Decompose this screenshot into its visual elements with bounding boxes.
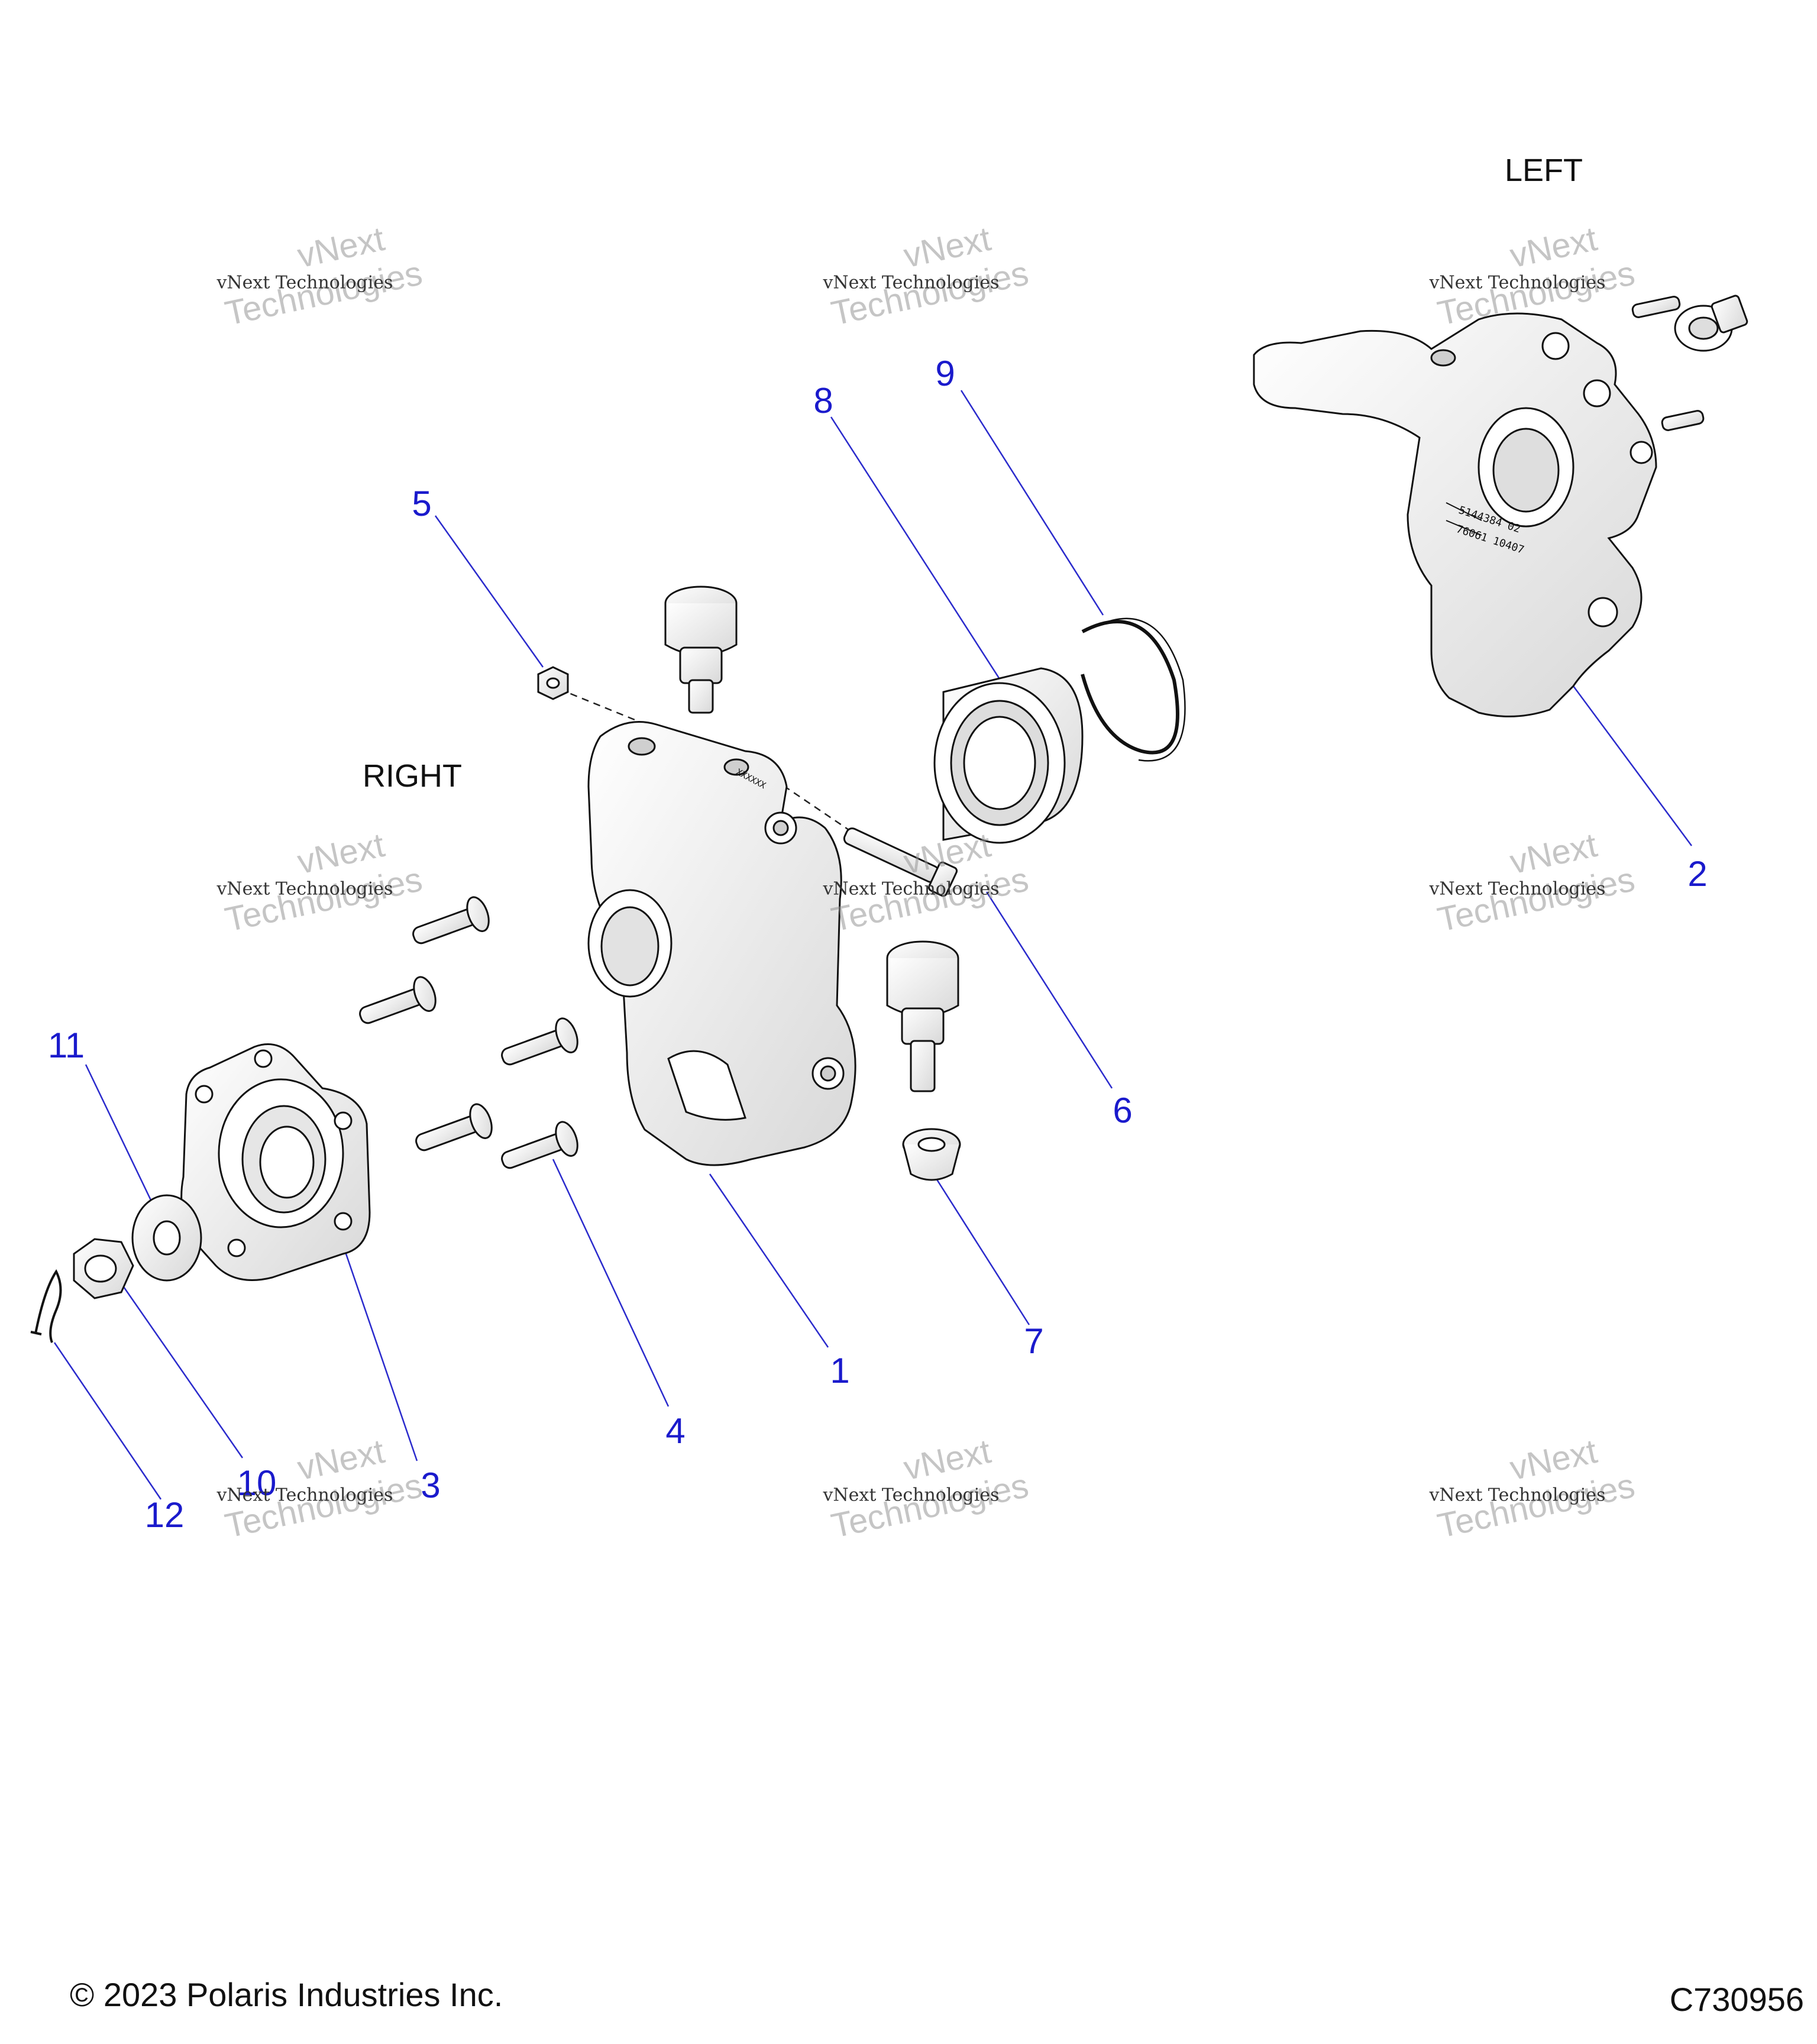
callout-6[interactable]: 6 — [1113, 1091, 1133, 1130]
callout-12[interactable]: 12 — [144, 1495, 185, 1535]
callout-11[interactable]: 11 — [47, 1026, 85, 1065]
callout-1[interactable]: 1 — [830, 1351, 850, 1390]
callout-10[interactable]: 10 — [237, 1463, 277, 1503]
ball-joint-nut — [902, 1128, 961, 1181]
snap-ring — [1081, 617, 1186, 762]
ball-joint-lower — [886, 940, 959, 1092]
wheel-studs — [359, 896, 578, 1169]
leader-line-5 — [434, 515, 544, 668]
leader-lines — [53, 390, 1693, 1500]
callout-5[interactable]: 5 — [412, 484, 432, 523]
washer — [131, 1194, 202, 1282]
leader-line-8 — [830, 416, 1001, 680]
wheel-hub — [180, 1043, 371, 1281]
leader-line-11 — [85, 1064, 158, 1213]
label-right: RIGHT — [363, 758, 462, 794]
callout-9[interactable]: 9 — [935, 354, 955, 393]
figure-id: C730956 — [1669, 1981, 1804, 2018]
leader-line-3 — [345, 1253, 418, 1461]
leader-line-7 — [932, 1173, 1030, 1325]
callout-7[interactable]: 7 — [1024, 1321, 1044, 1361]
castle-nut — [73, 1238, 134, 1299]
alignment-lines — [558, 688, 864, 841]
callout-2[interactable]: 2 — [1687, 854, 1708, 894]
copyright-notice: © 2023 Polaris Industries Inc. — [70, 1976, 503, 2013]
label-left: LEFT — [1504, 153, 1583, 188]
leader-line-12 — [53, 1342, 162, 1500]
leader-line-6 — [985, 891, 1113, 1089]
callout-3[interactable]: 3 — [421, 1466, 441, 1505]
right-steering-knuckle — [587, 721, 856, 1166]
cotter-pin — [30, 1269, 62, 1343]
leader-line-9 — [960, 390, 1104, 616]
leader-line-4 — [552, 1159, 670, 1407]
ball-joint-upper — [664, 586, 738, 714]
left-steering-knuckle — [1253, 295, 1748, 717]
leader-line-10 — [120, 1283, 244, 1458]
callout-8[interactable]: 8 — [813, 381, 833, 421]
pinch-bolt — [843, 827, 958, 897]
callout-4[interactable]: 4 — [665, 1411, 686, 1451]
wheel-bearing — [933, 667, 1084, 844]
leader-line-1 — [709, 1173, 829, 1348]
pinch-nut — [537, 666, 569, 700]
leader-line-2 — [1572, 685, 1693, 846]
